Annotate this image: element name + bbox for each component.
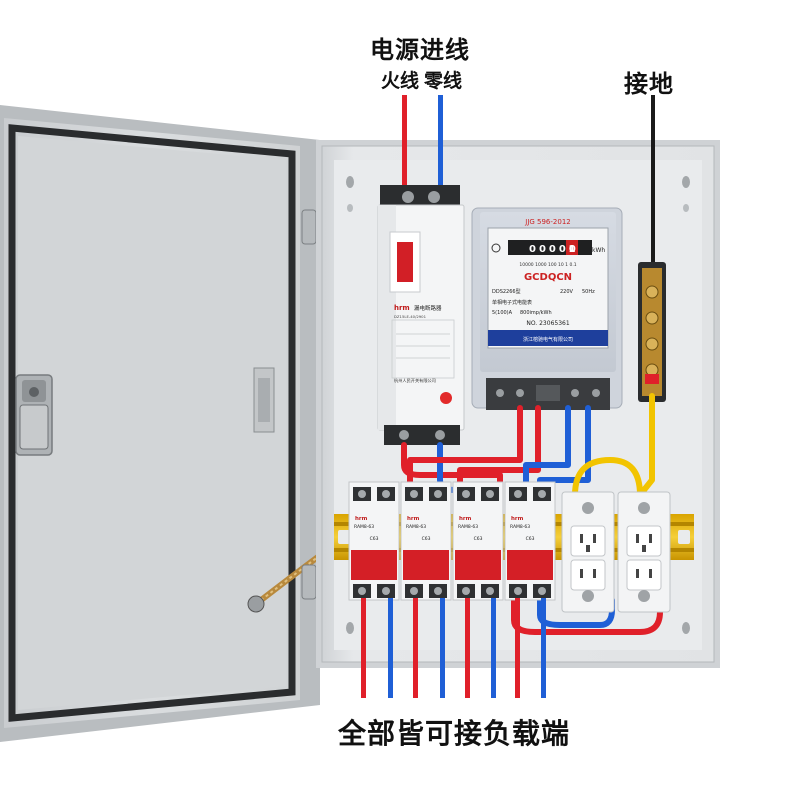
rcd-name: 漏电断路器 xyxy=(414,304,442,312)
door-hook xyxy=(253,367,275,433)
meter-frequency: 50Hz xyxy=(582,289,595,295)
breaker-3-model: RAM8-63 xyxy=(458,524,478,530)
breaker-4-rating: C63 xyxy=(526,536,535,542)
meter-brand: GCDQCN xyxy=(524,272,572,283)
breaker-1-rating: C63 xyxy=(370,536,379,542)
live-wire-in xyxy=(402,95,407,190)
meter-subtitle: 单相电子式电能表 xyxy=(492,299,532,306)
neutral-wire-label: 零线 xyxy=(424,70,463,92)
meter-serial: NO. 23065361 xyxy=(526,320,570,327)
breaker-1-model: RAM8-63 xyxy=(354,524,374,530)
breaker-1-brand: hrm xyxy=(355,516,368,522)
meter-model: DDS2266型 xyxy=(492,288,521,295)
ground-label: 接地 xyxy=(624,70,674,98)
meter-voltage: 220V xyxy=(560,289,574,295)
rcd-brand: hrm xyxy=(394,304,410,312)
meter-scale: 10000 1000 100 10 1 0.1 xyxy=(519,262,576,268)
breaker-2-model: RAM8-63 xyxy=(406,524,426,530)
breaker-4 xyxy=(504,481,556,601)
device-text: JJG 596-2012 00000 1 kWh 10000 1000 100 … xyxy=(354,218,605,542)
meter-current: 5(100)A xyxy=(492,310,513,316)
ground-wire-in xyxy=(651,95,655,270)
breaker-1 xyxy=(348,481,400,601)
load-terminals-label: 全部皆可接负载端 xyxy=(338,717,571,750)
live-wire-label: 火线 xyxy=(381,70,420,92)
neutral-wire-in xyxy=(438,95,443,190)
meter-standard: JJG 596-2012 xyxy=(524,218,570,226)
breaker-toggle-2[interactable] xyxy=(403,550,449,580)
meter-unit: kWh xyxy=(592,247,605,254)
breaker-toggle-4[interactable] xyxy=(507,550,553,580)
rcd-model: DZ15LE-40/2901 xyxy=(394,314,427,319)
load-wires xyxy=(361,598,546,698)
rcd-test-button[interactable] xyxy=(440,392,452,404)
breaker-4-model: RAM8-63 xyxy=(510,524,530,530)
breaker-3-brand: hrm xyxy=(459,516,472,522)
breaker-2-rating: C63 xyxy=(422,536,431,542)
breaker-3-rating: C63 xyxy=(474,536,483,542)
socket-1 xyxy=(561,491,615,613)
cabinet-door xyxy=(0,105,332,742)
breaker-2-brand: hrm xyxy=(407,516,420,522)
meter-reading-decimal: 1 xyxy=(569,244,576,255)
energy-meter xyxy=(471,207,623,410)
miniature-breakers xyxy=(348,481,556,601)
meter-constant: 800imp/kWh xyxy=(520,310,552,316)
rcd-maker: 杭州人民开关有限公司 xyxy=(394,377,436,384)
breaker-2 xyxy=(400,481,452,601)
breaker-3 xyxy=(452,481,504,601)
incoming-wires xyxy=(402,95,655,270)
socket-2 xyxy=(617,491,671,613)
breaker-toggle-1[interactable] xyxy=(351,550,397,580)
rcd-breaker xyxy=(377,185,465,445)
breaker-4-brand: hrm xyxy=(511,516,524,522)
ground-terminal-bar xyxy=(638,262,666,402)
door-latch[interactable] xyxy=(15,374,53,456)
power-in-label: 电源进线 xyxy=(370,36,470,64)
meter-reading: 00000 xyxy=(529,244,579,255)
rcd-toggle[interactable] xyxy=(397,242,413,282)
breaker-toggle-3[interactable] xyxy=(455,550,501,580)
meter-maker: 浙江榕驰电气有限公司 xyxy=(523,336,573,343)
power-sockets xyxy=(561,491,671,613)
